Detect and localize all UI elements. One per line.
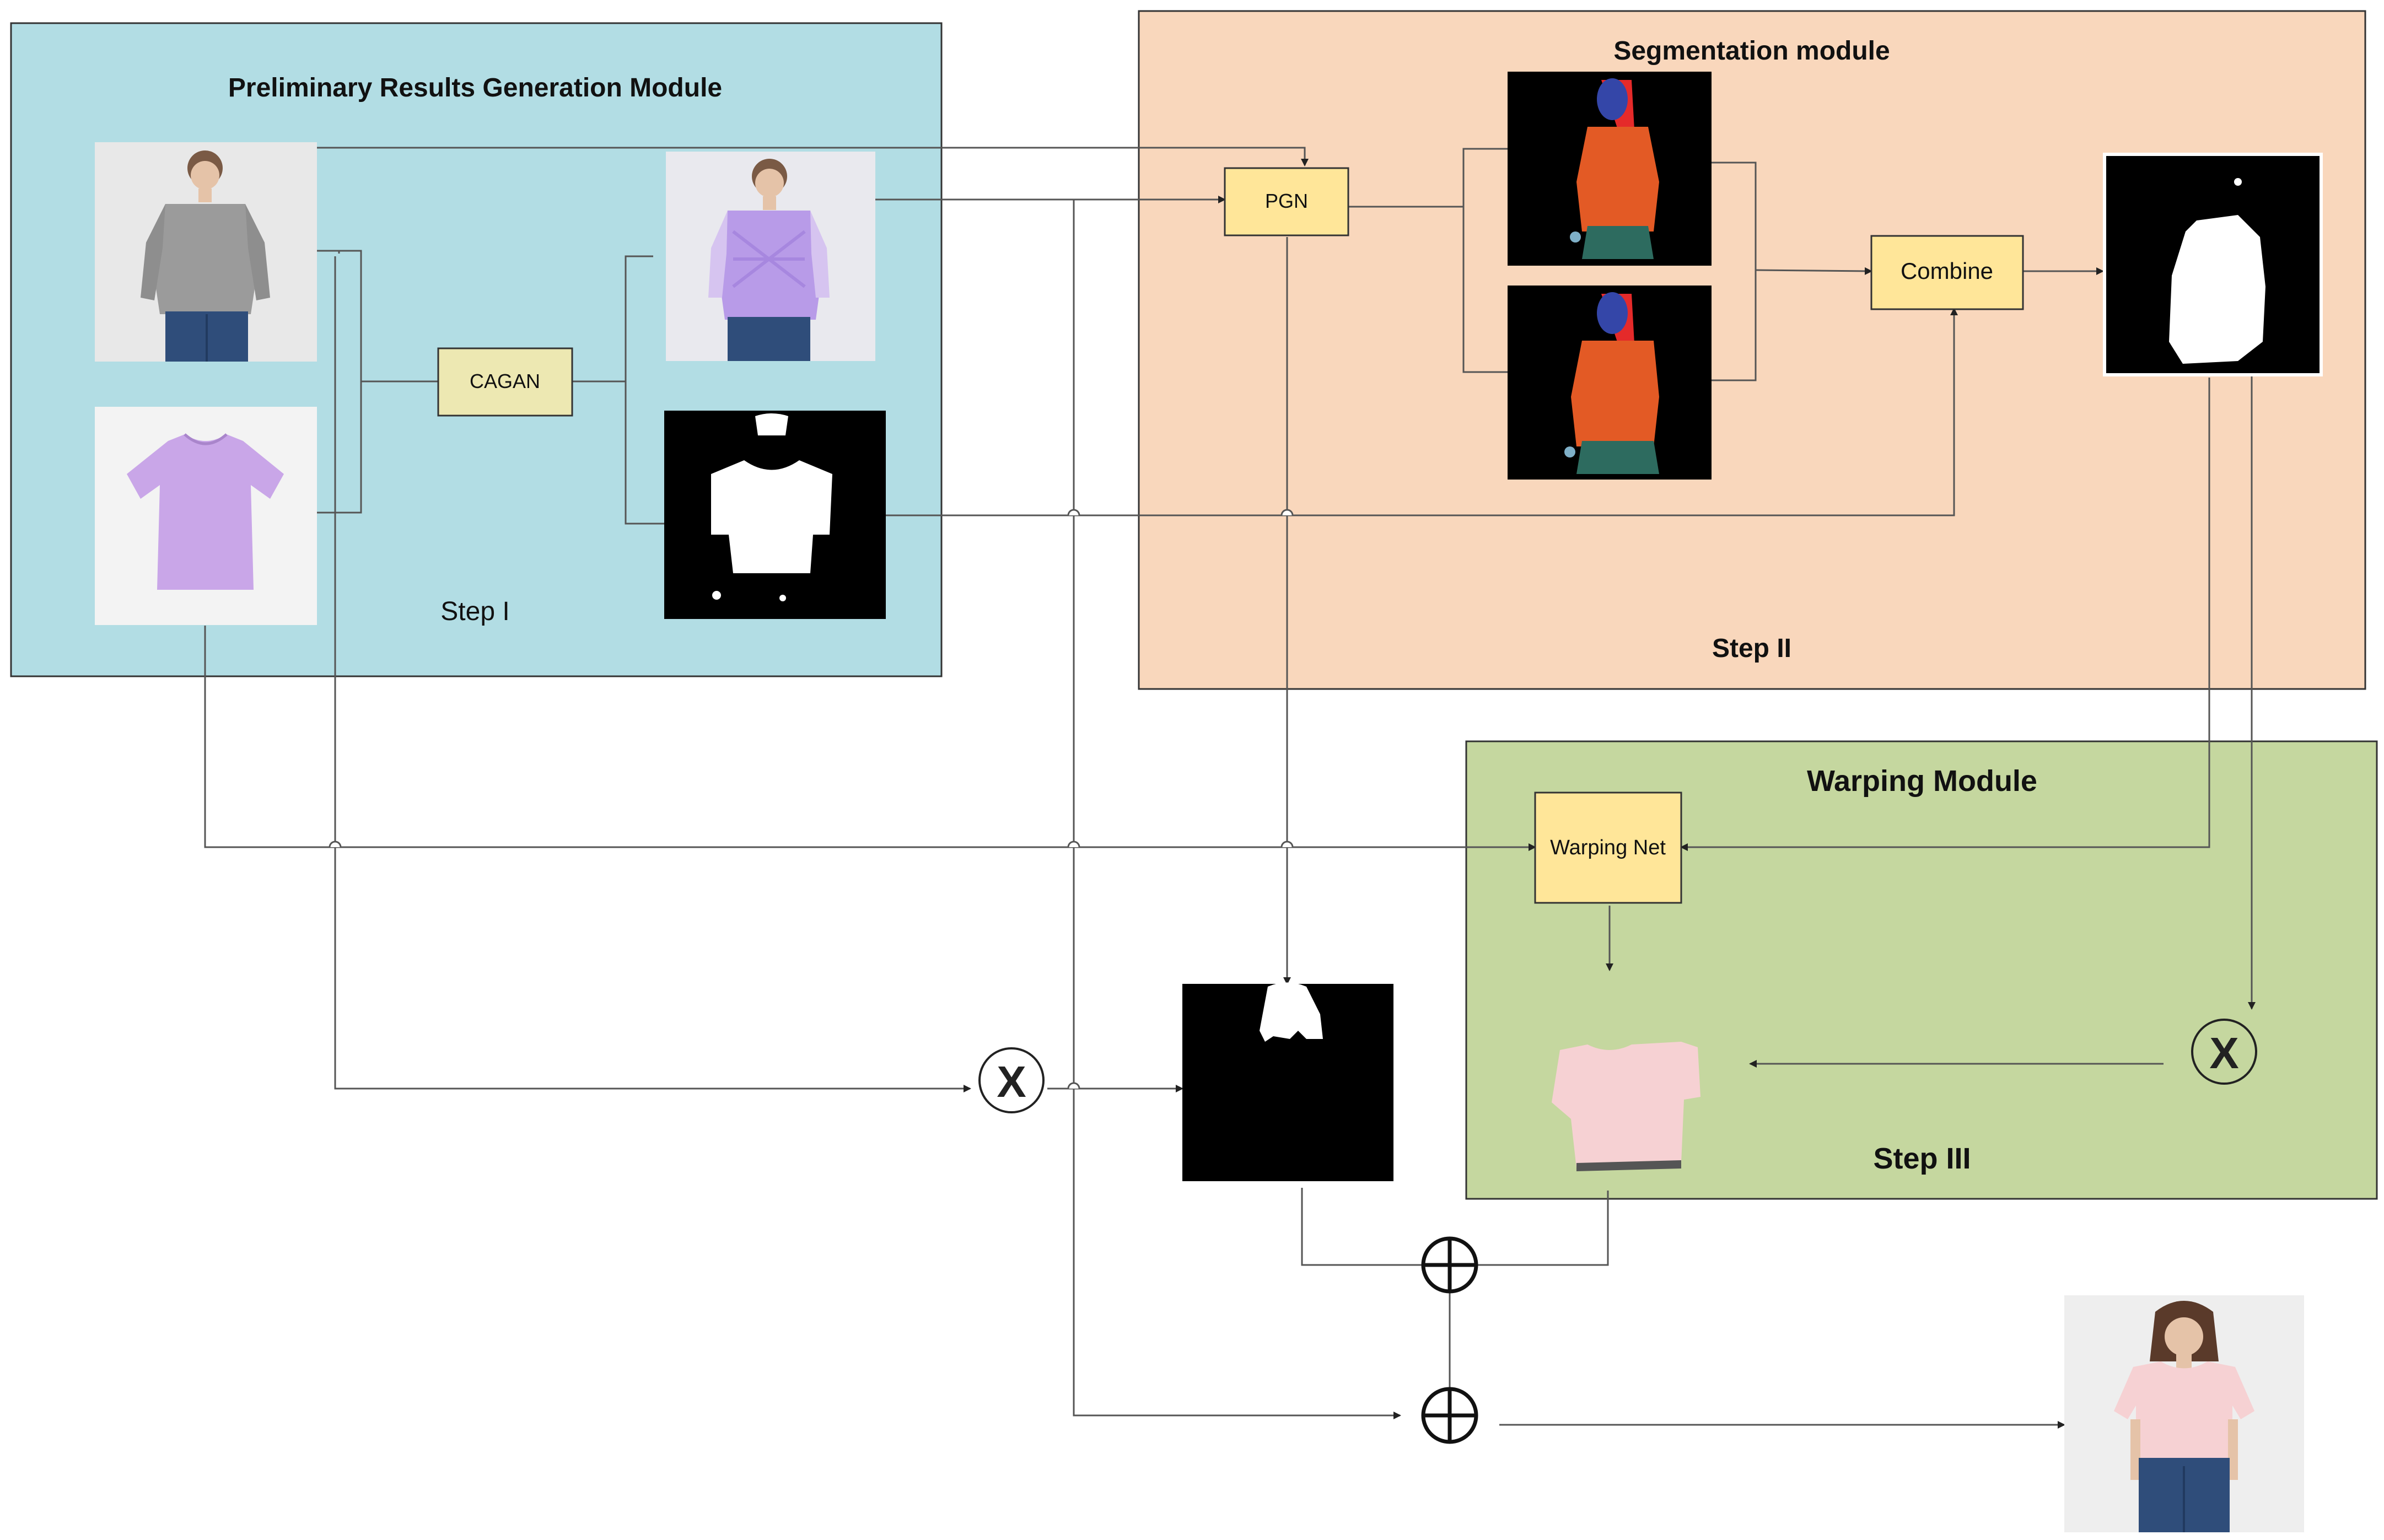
final-output-image bbox=[2064, 1295, 2304, 1532]
add-operator-top bbox=[1421, 1236, 1478, 1294]
warping-module-title: Warping Module bbox=[1807, 764, 2037, 798]
multiply-symbol-left: X bbox=[997, 1057, 1026, 1106]
add-operator-bottom bbox=[1421, 1387, 1478, 1444]
warped-cloth-image bbox=[1552, 1042, 1700, 1171]
person-mask-image bbox=[1182, 982, 1393, 1181]
step-2-label: Step II bbox=[1712, 634, 1791, 663]
pgn-node[interactable]: PGN bbox=[1224, 167, 1349, 236]
input-tshirt-image bbox=[95, 407, 317, 625]
connector-lines bbox=[204, 147, 2256, 1429]
segmentation-map-top bbox=[1508, 72, 1712, 266]
combined-mask-image bbox=[2103, 153, 2323, 376]
cagan-node[interactable]: CAGAN bbox=[437, 347, 573, 417]
line-crossing-hops bbox=[329, 509, 1294, 1089]
combine-label: Combine bbox=[1901, 258, 1993, 284]
warping-net-node[interactable]: Warping Net bbox=[1534, 791, 1682, 904]
warping-net-label: Warping Net bbox=[1550, 836, 1666, 859]
step-3-label: Step III bbox=[1873, 1142, 1971, 1175]
input-person-image bbox=[95, 142, 317, 362]
multiply-operator-right: X bbox=[2191, 1019, 2257, 1085]
generated-cloth-mask bbox=[664, 411, 886, 619]
multiply-operator-left: X bbox=[978, 1047, 1045, 1113]
pgn-label: PGN bbox=[1265, 190, 1308, 212]
preliminary-module-title: Preliminary Results Generation Module bbox=[228, 73, 722, 103]
cagan-label: CAGAN bbox=[470, 370, 540, 392]
segmentation-map-bottom bbox=[1508, 286, 1712, 480]
generated-person-image bbox=[666, 152, 875, 361]
combine-node[interactable]: Combine bbox=[1870, 235, 2024, 310]
segmentation-module-title: Segmentation module bbox=[1613, 36, 1890, 66]
multiply-symbol-right: X bbox=[2209, 1029, 2238, 1078]
step-1-label: Step I bbox=[440, 597, 509, 626]
